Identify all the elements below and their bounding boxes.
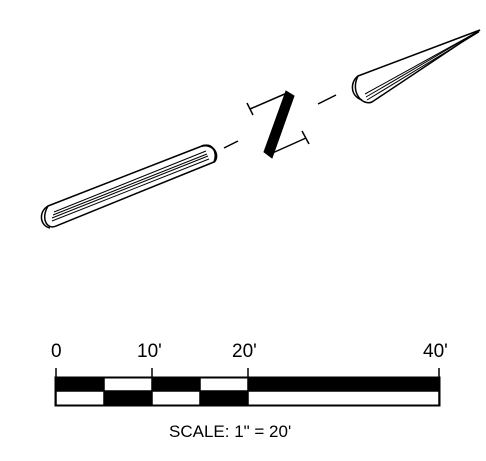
scale-caption: SCALE: 1" = 20' <box>169 422 291 441</box>
north-letter-icon <box>246 90 310 159</box>
scale-bar: 0 10' 20' 40' SCALE: 1" = 20' <box>51 341 448 441</box>
north-arrow-shaft-dash <box>223 140 239 149</box>
scale-segment-bottom-4 <box>200 391 248 405</box>
scale-bar-dividers <box>103 368 249 405</box>
north-arrow-head-icon <box>351 29 481 104</box>
scale-tick-label-40: 40' <box>423 341 448 362</box>
north-arrow-shaft-dash <box>317 94 337 105</box>
scale-segment-top-5 <box>248 378 439 391</box>
north-arrow <box>40 29 481 229</box>
scale-tick-label-10: 10' <box>137 341 162 362</box>
scale-tick-label-0: 0 <box>51 341 62 362</box>
scale-segment-top-3 <box>152 378 200 391</box>
scale-segment-top-1 <box>56 378 104 391</box>
scale-segment-bottom-2 <box>104 391 152 405</box>
scale-tick-label-20: 20' <box>232 341 257 362</box>
north-arrow-tail-icon <box>40 144 218 229</box>
